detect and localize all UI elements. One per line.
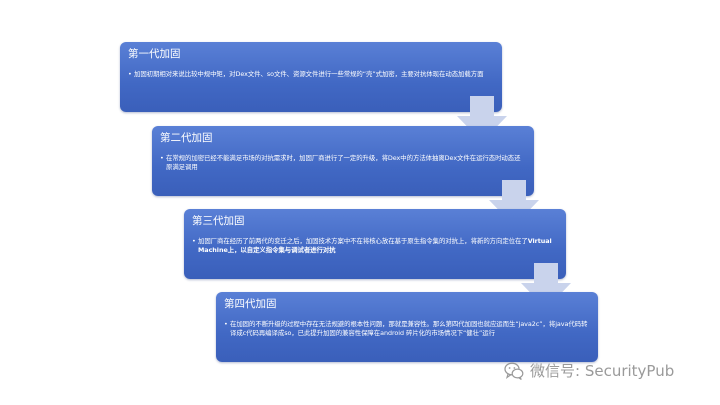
down-arrow-icon <box>457 96 507 142</box>
stage-title-1: 第一代加固 <box>128 48 181 60</box>
stage-box-1: 第一代加固 • 加固初期相对来说比较中规中矩，对Dex文件、so文件、资源文件进… <box>120 42 502 112</box>
stage-desc-bold-3: Virtual Machine上，以自定义指令集与调试者进行对抗 <box>198 237 552 255</box>
watermark: 微信号: SecurityPub <box>504 360 674 381</box>
watermark-text: 微信号: SecurityPub <box>530 362 675 380</box>
stage-box-3: 第三代加固 • 加固厂商在经历了前两代的变迁之后，加固技术方案中不在将核心放在基… <box>184 209 566 279</box>
stage-desc-text-3: 加固厂商在经历了前两代的变迁之后，加固技术方案中不在将核心放在基于原生指令集的对… <box>198 237 528 245</box>
stage-desc-text-1: 加固初期相对来说比较中规中矩，对Dex文件、so文件、资源文件进行一些常规的“壳… <box>134 70 484 78</box>
stage-title-2: 第二代加固 <box>160 132 213 144</box>
wechat-icon <box>504 362 524 380</box>
stage-title-3: 第三代加固 <box>192 215 245 227</box>
stage-box-4: 第四代加固 • 在加固的不断升级的过程中存在无法规避的根本性问题，那就是兼容性。… <box>216 292 598 362</box>
down-arrow-icon <box>521 263 571 309</box>
bullet-2: • <box>160 154 164 162</box>
stage-desc-4: • 在加固的不断升级的过程中存在无法规避的根本性问题，那就是兼容性。那么第四代加… <box>224 320 590 338</box>
stage-desc-text-4: 在加固的不断升级的过程中存在无法规避的根本性问题，那就是兼容性。那么第四代加固也… <box>230 320 588 338</box>
bullet-3: • <box>192 237 196 245</box>
stage-desc-2: • 在常规的加密已经不能满足市场的对抗需求时，加固厂商进行了一定的升级，将Dex… <box>160 154 526 172</box>
bullet-4: • <box>224 320 228 328</box>
stage-box-2: 第二代加固 • 在常规的加密已经不能满足市场的对抗需求时，加固厂商进行了一定的升… <box>152 126 534 196</box>
stage-desc-1: • 加固初期相对来说比较中规中矩，对Dex文件、so文件、资源文件进行一些常规的… <box>128 70 494 79</box>
stage-desc-text-2: 在常规的加密已经不能满足市场的对抗需求时，加固厂商进行了一定的升级，将Dex中的… <box>166 154 521 172</box>
stage-desc-3: • 加固厂商在经历了前两代的变迁之后，加固技术方案中不在将核心放在基于原生指令集… <box>192 237 558 255</box>
down-arrow-icon <box>489 180 539 226</box>
stage-title-4: 第四代加固 <box>224 298 277 310</box>
bullet-1: • <box>128 70 132 78</box>
